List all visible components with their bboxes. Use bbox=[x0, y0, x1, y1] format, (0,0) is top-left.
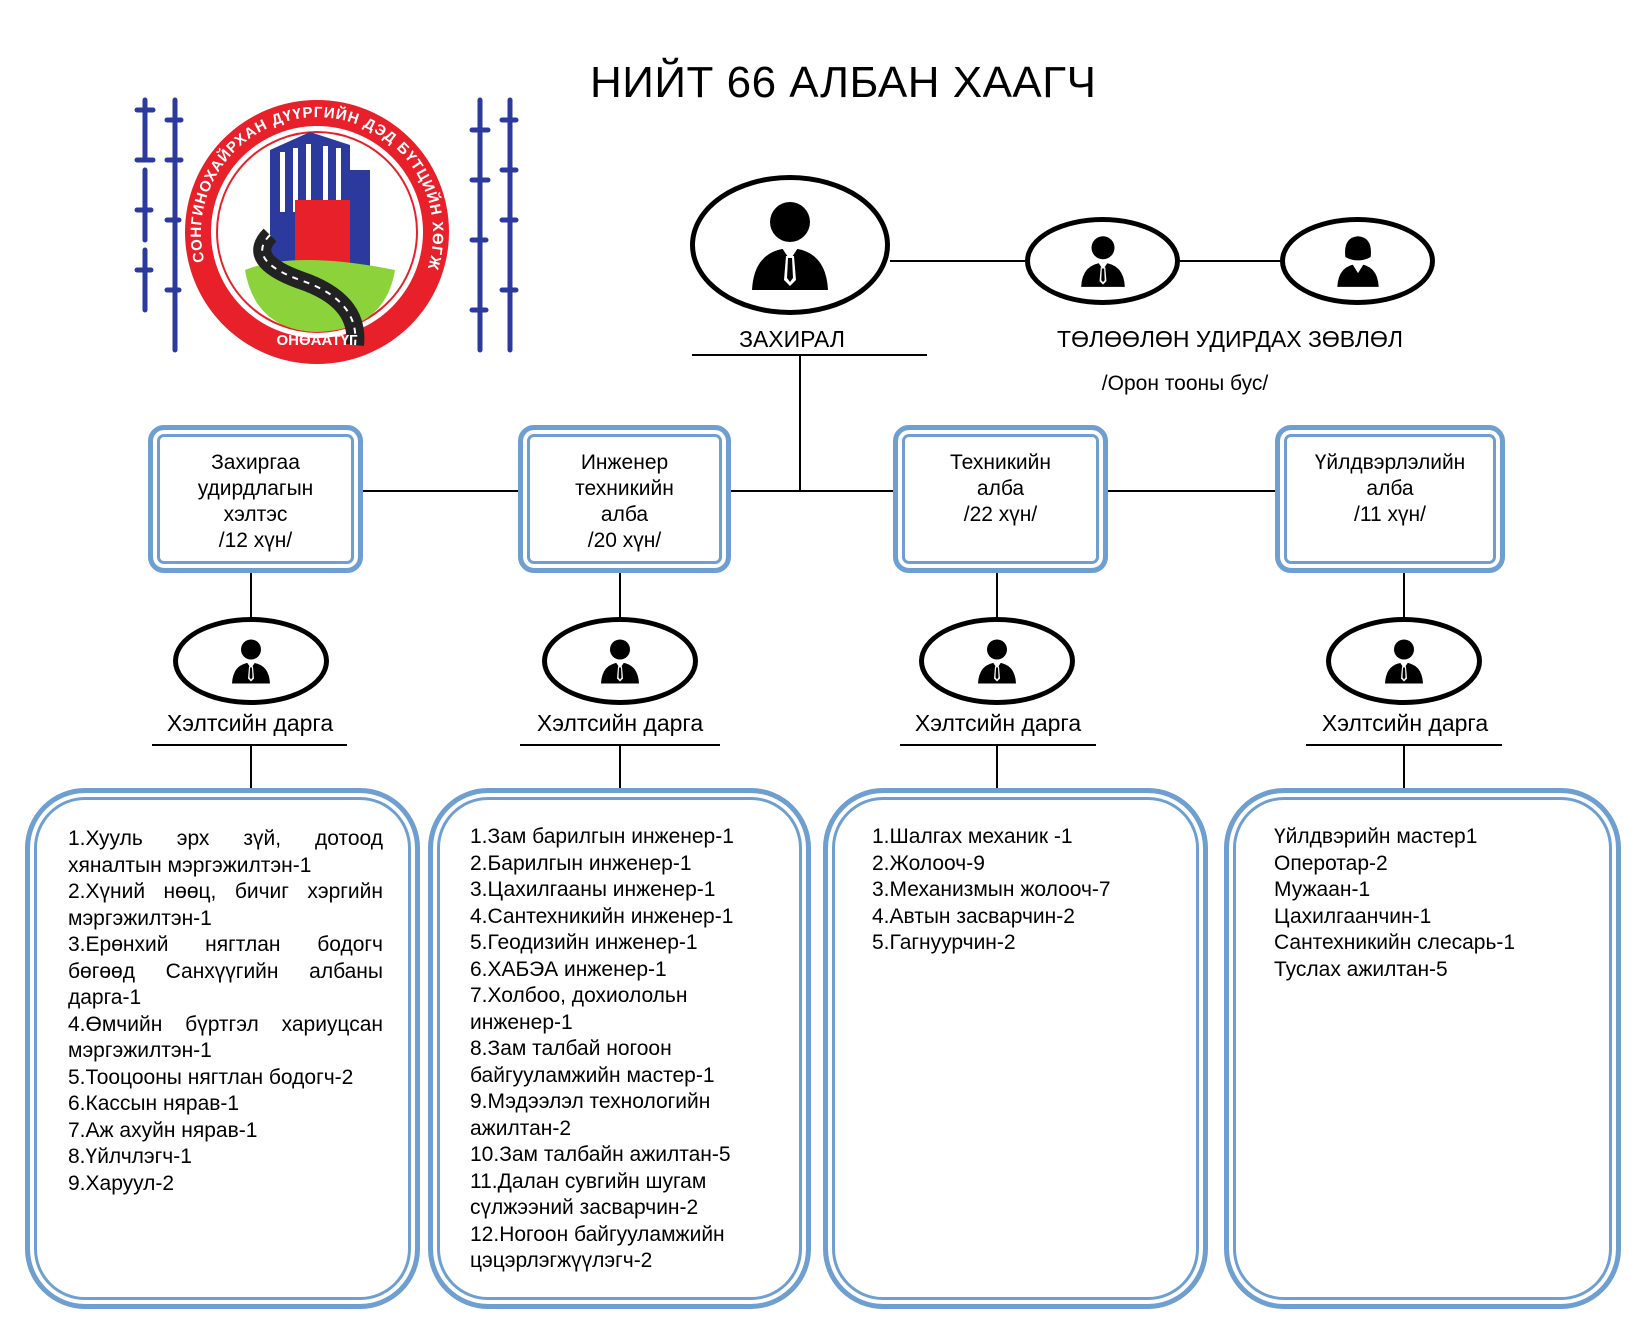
staff-item: Оперотар-2 bbox=[1274, 851, 1388, 875]
staff-item: 2.Жолооч-9 bbox=[872, 851, 985, 875]
businessman-icon bbox=[1385, 639, 1423, 684]
mongolian-script-right bbox=[469, 97, 519, 353]
page-title: НИЙТ 66 АЛБАН ХААГЧ bbox=[590, 58, 1097, 107]
dept-line: удирдлагын bbox=[197, 477, 314, 500]
businessman-icon bbox=[752, 202, 828, 290]
dept-headcount: /11 хүн/ bbox=[1354, 503, 1426, 526]
staff-item: 7.Аж ахуйн нярав-1 bbox=[68, 1118, 258, 1142]
staff-item: 12.Ногоон байгууламжийн цэцэрлэгжүүлэгч-… bbox=[470, 1222, 725, 1273]
staff-item: 4.Автын засварчин-2 bbox=[872, 904, 1075, 928]
director-portrait bbox=[690, 175, 890, 315]
staff-item: 5.Гагнуурчин-2 bbox=[872, 931, 1016, 954]
dept-head-label: Хэлтсийн дарга bbox=[1321, 710, 1489, 736]
staff-item: 1.Зам барилгын инженер-1 bbox=[470, 825, 734, 848]
staff-list-engineering: 1.Зам барилгын инженер-1 2.Барилгын инже… bbox=[470, 824, 780, 1275]
board-note: /Орон тооны бус/ bbox=[1101, 372, 1269, 395]
staff-item: 6.ХАБЭА инженер-1 bbox=[470, 957, 667, 981]
staff-item: 1.Шалгах механик -1 bbox=[872, 825, 1073, 848]
dept-head-underline bbox=[520, 744, 720, 746]
dept-box-engineering: Инженер техникийн алба /20 хүн/ bbox=[518, 425, 731, 573]
staff-list-production: Үйлдвэрийн мастер1 Оперотар-2 Мужаан-1 Ц… bbox=[1274, 824, 1594, 983]
staff-item: 3.Механизмын жолооч-7 bbox=[872, 878, 1111, 901]
staff-list-technical: 1.Шалгах механик -1 2.Жолооч-9 3.Механиз… bbox=[872, 824, 1182, 957]
dept-head-underline bbox=[900, 744, 1096, 746]
staff-item: 4.Сантехникийн инженер-1 bbox=[470, 904, 734, 928]
dept-headcount: /12 хүн/ bbox=[218, 529, 293, 552]
dept-head-portrait-admin bbox=[173, 617, 329, 705]
dept-head-portrait-technical bbox=[919, 617, 1075, 705]
staff-list-admin: 1.Хууль эрх зүй, дотоод хяналтын мэргэжи… bbox=[68, 826, 383, 1197]
dept-head-portrait-engineering bbox=[542, 617, 698, 705]
staff-item: 1.Хууль эрх зүй, дотоод хяналтын мэргэжи… bbox=[68, 827, 383, 877]
staff-item: Цахилгаанчин-1 bbox=[1274, 904, 1432, 928]
dept-head-portrait-production bbox=[1326, 617, 1482, 705]
dept-line: Техникийн bbox=[950, 451, 1051, 474]
logo-bottom-text: ОНӨААТҮГ bbox=[276, 332, 358, 349]
dept-box-admin: Захиргаа удирдлагын хэлтэс /12 хүн/ bbox=[148, 425, 363, 573]
logo-emblem: СОНГИНОХАЙРХАН ДҮҮРГИЙН ДЭД БҮТЦИЙН ХӨГЖ… bbox=[89, 46, 449, 364]
businessman-icon bbox=[601, 639, 639, 684]
staff-item: 4.Өмчийн бүртгэл хариуцсан мэргэжилтэн-1 bbox=[68, 1012, 383, 1063]
businessman-icon bbox=[1080, 236, 1125, 287]
dept-line: Инженер bbox=[580, 451, 669, 474]
dept-head-label: Хэлтсийн дарга bbox=[536, 710, 704, 736]
staff-item: 3.Ерөнхий нягтлан бодогч бөгөөд Санхүүги… bbox=[68, 933, 383, 1009]
staff-item: 10.Зам талбайн ажилтан-5 bbox=[470, 1143, 731, 1166]
dept-head-underline bbox=[1306, 744, 1502, 746]
staff-box-engineering: 1.Зам барилгын инженер-1 2.Барилгын инже… bbox=[428, 788, 811, 1309]
staff-item: Сантехникийн слесарь-1 bbox=[1274, 931, 1516, 954]
director-label: ЗАХИРАЛ bbox=[739, 326, 845, 352]
dept-line: алба bbox=[600, 503, 649, 526]
staff-item: 9.Харуул-2 bbox=[68, 1171, 175, 1195]
staff-item: 2.Барилгын инженер-1 bbox=[470, 851, 692, 875]
businessman-icon bbox=[978, 639, 1016, 684]
board-label: ТӨЛӨӨЛӨН УДИРДАХ ЗӨВЛӨЛ bbox=[1057, 326, 1403, 352]
mongolian-script-left bbox=[134, 97, 184, 353]
staff-box-production: Үйлдвэрийн мастер1 Оперотар-2 Мужаан-1 Ц… bbox=[1224, 788, 1621, 1309]
staff-item: Мужаан-1 bbox=[1274, 878, 1371, 901]
businesswoman-icon bbox=[1336, 236, 1379, 287]
staff-item: 9.Мэдээлэл технологийн ажилтан-2 bbox=[470, 1090, 711, 1140]
dept-head-underline bbox=[152, 744, 347, 746]
staff-item: 8.Үйлчлэгч-1 bbox=[68, 1145, 192, 1168]
staff-item: 3.Цахилгааны инженер-1 bbox=[470, 878, 716, 901]
dept-line: хэлтэс bbox=[223, 503, 288, 526]
dept-box-production: Үйлдвэрлэлийн алба /11 хүн/ bbox=[1275, 425, 1505, 573]
organization-logo: СОНГИНОХАЙРХАН ДҮҮРГИЙН ДЭД БҮТЦИЙН ХӨГЖ… bbox=[89, 46, 555, 390]
dept-head-label: Хэлтсийн дарга bbox=[914, 710, 1082, 736]
staff-item: 6.Кассын нярав-1 bbox=[68, 1092, 240, 1115]
staff-item: 11.Далан сувгийн шугам сүлжээний засварч… bbox=[470, 1169, 707, 1220]
staff-item: 5.Геодизийн инженер-1 bbox=[470, 931, 698, 954]
staff-item: 2.Хүний нөөц, бичиг хэргийн мэргэжилтэн-… bbox=[68, 880, 383, 930]
dept-line: алба bbox=[1366, 477, 1414, 500]
dept-line: Үйлдвэрлэлийн bbox=[1314, 451, 1466, 474]
dept-head-label: Хэлтсийн дарга bbox=[166, 710, 334, 736]
staff-item: 8.Зам талбай ногоон байгууламжийн мастер… bbox=[470, 1037, 715, 1087]
dept-line: Захиргаа bbox=[211, 451, 300, 474]
staff-item: 5.Тооцооны нягтлан бодогч-2 bbox=[68, 1065, 354, 1089]
dept-box-technical: Техникийн алба /22 хүн/ bbox=[893, 425, 1108, 573]
dept-headcount: /20 хүн/ bbox=[587, 529, 662, 552]
staff-box-technical: 1.Шалгах механик -1 2.Жолооч-9 3.Механиз… bbox=[823, 788, 1208, 1309]
dept-line: алба bbox=[976, 477, 1025, 500]
dept-headcount: /22 хүн/ bbox=[963, 503, 1038, 526]
staff-item: Туслах ажилтан-5 bbox=[1274, 957, 1448, 981]
director-underline bbox=[692, 354, 927, 356]
board-member-portrait-1 bbox=[1025, 217, 1180, 305]
staff-box-admin: 1.Хууль эрх зүй, дотоод хяналтын мэргэжи… bbox=[25, 788, 420, 1309]
businessman-icon bbox=[232, 639, 270, 684]
staff-item: Үйлдвэрийн мастер1 bbox=[1274, 825, 1478, 848]
board-member-portrait-2 bbox=[1280, 217, 1435, 305]
dept-line: техникийн bbox=[575, 477, 674, 500]
staff-item: 7.Холбоо, дохиолольн инженер-1 bbox=[470, 984, 688, 1034]
